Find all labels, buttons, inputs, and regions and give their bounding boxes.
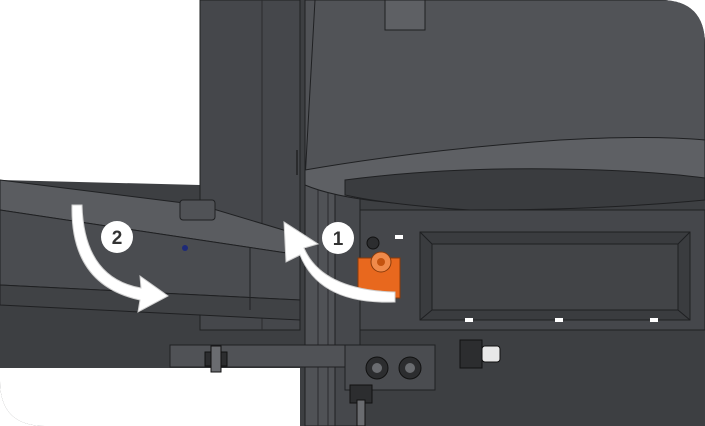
step-2-number: 2 [112,228,123,249]
bolt-right [459,339,501,369]
bed-arm-screw [182,245,188,251]
white-gap-bottom [0,368,300,426]
step-1-arrow [283,221,396,303]
white-gap-top [0,0,210,185]
lower-bracket-block [344,344,436,391]
spacer-3 [555,318,563,322]
highlighted-latch [357,251,401,299]
drum-inner-ring [344,168,705,211]
nut-round-2 [398,356,422,380]
control-box-bevel [419,231,691,321]
bolt-left [204,345,228,373]
nut-round-1 [365,356,389,380]
spacer-4 [650,318,658,322]
control-box-face [431,243,679,311]
bolt-bottom [349,384,373,426]
drum-top-strip [384,0,426,31]
step-1-number: 1 [333,229,344,250]
step-2-arrow [71,204,169,313]
step-1-badge: 1 [322,222,354,254]
spacer-1 [395,235,403,239]
bed-arm-tab [179,199,216,221]
screw-small [366,236,380,250]
spacer-2 [465,318,473,322]
step-2-badge: 2 [101,221,133,253]
